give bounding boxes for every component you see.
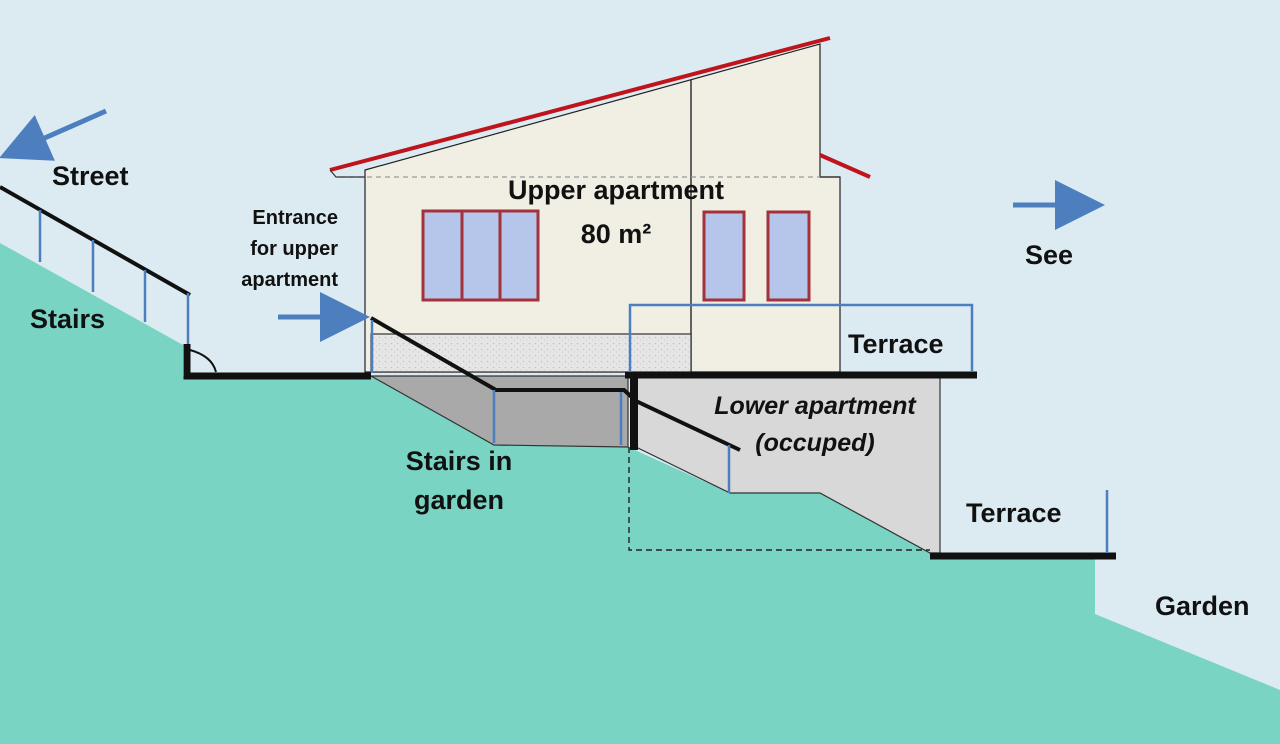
entrance-label-line1: Entrance (252, 207, 338, 229)
roof-eave-left (329, 169, 365, 178)
upper-terrace-label: Terrace (848, 329, 944, 359)
window-single-left (702, 210, 746, 302)
upper-apartment-building (329, 36, 871, 373)
garden-label: Garden (1155, 591, 1250, 621)
area-label: 80 m² (581, 219, 652, 249)
structure-lines (0, 185, 1116, 560)
lower-foundation-dashed (628, 447, 930, 551)
lower-apartment-wall (635, 375, 941, 554)
street-stair-handrail (0, 185, 191, 297)
stairs-label: Stairs (30, 304, 105, 334)
roof-right-overhang (819, 153, 871, 179)
garden-stairs-block (368, 375, 629, 448)
entrance-label-line2: for upper (250, 238, 338, 260)
upper-terrace-railing (628, 303, 974, 372)
window-single-right (766, 210, 811, 302)
upper-apartment-label: Upper apartment (508, 175, 724, 205)
entrance-label-line3: apartment (241, 269, 338, 291)
street-retaining-wall (183, 344, 371, 380)
railings (38, 210, 1109, 553)
stairs-in-garden-label-line1: Stairs in (406, 446, 513, 476)
roof-line (329, 36, 831, 172)
window-triple (421, 209, 540, 302)
lower-status-label: (occuped) (755, 429, 874, 457)
ground-terrain (0, 243, 1280, 744)
street-label: Street (52, 161, 129, 191)
lower-apartment-label: Lower apartment (714, 392, 917, 420)
garden-stair-line (370, 316, 741, 452)
stairs-in-garden-label-line2: garden (414, 485, 504, 515)
lower-terrace-label: Terrace (966, 498, 1062, 528)
foundation-gravel (370, 333, 692, 373)
see-label: See (1025, 240, 1073, 270)
arrow-left-icon (0, 108, 108, 161)
wall-curve (189, 349, 217, 373)
